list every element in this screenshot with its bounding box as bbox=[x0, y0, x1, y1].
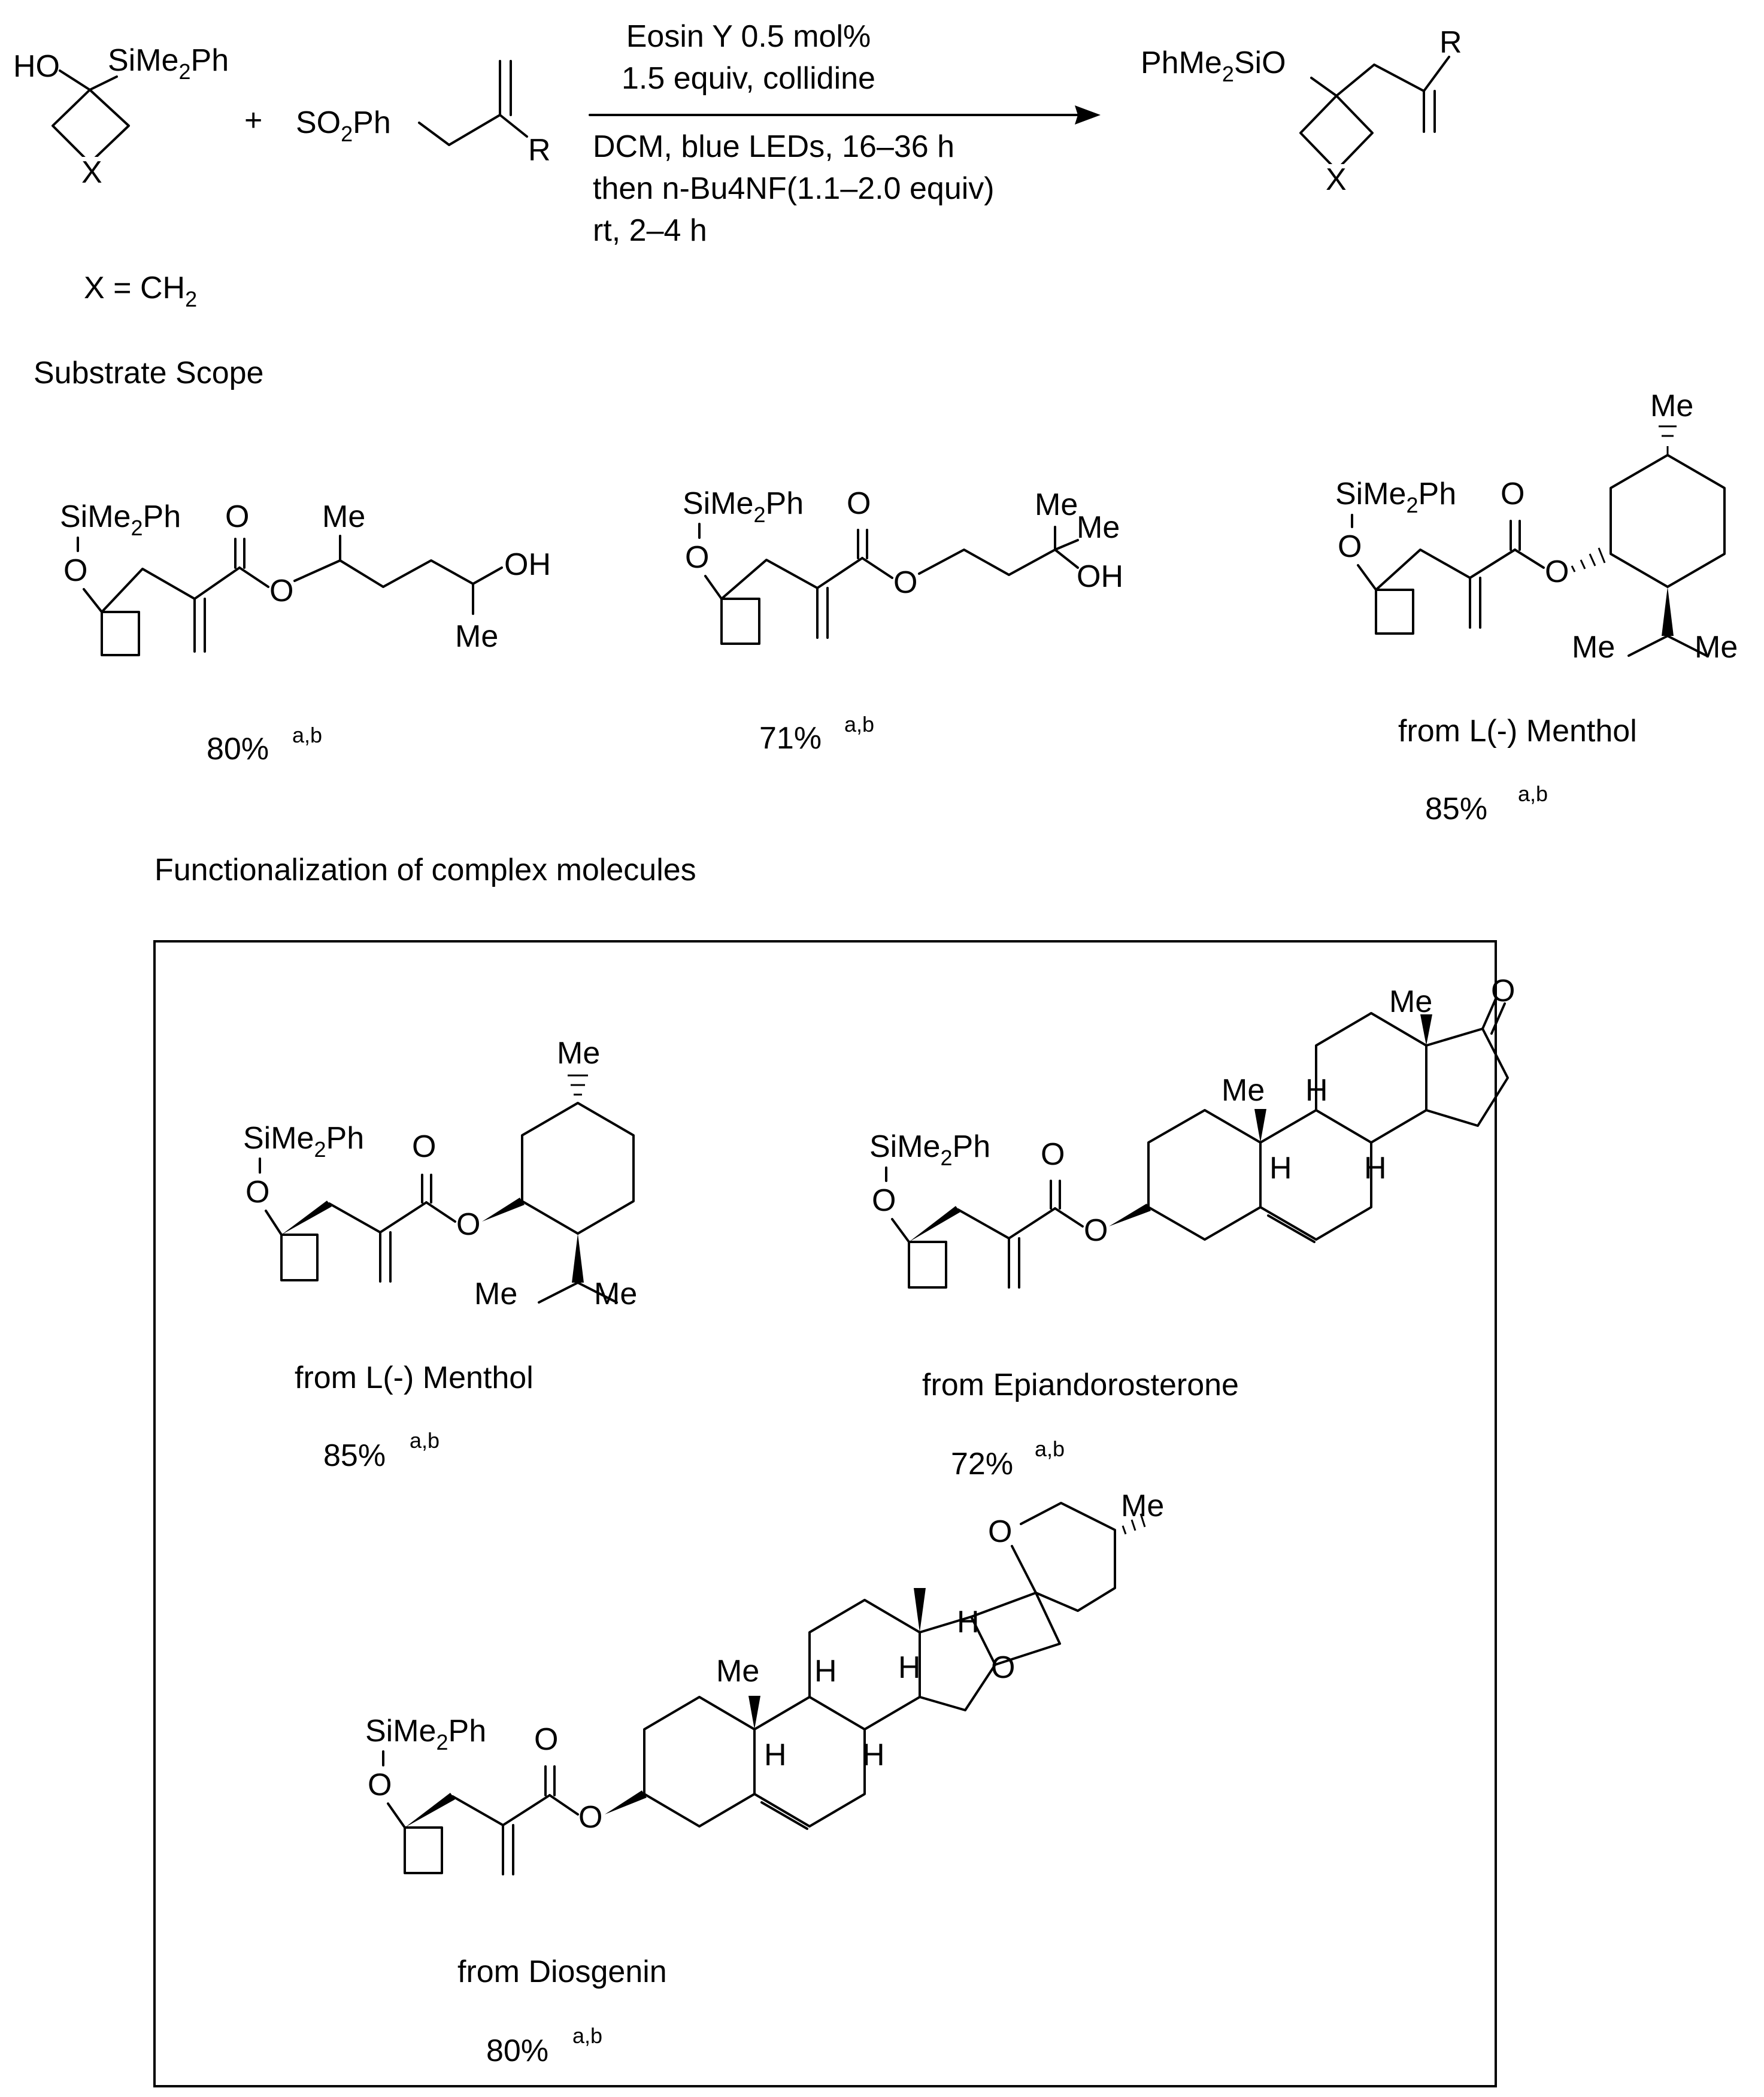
condition-above-2: 1.5 equiv, collidine bbox=[622, 61, 875, 96]
compound-4: SiMe2Ph O O O Me Me Me from L(-) Menthol… bbox=[243, 1036, 637, 1473]
hydrogen-label: H bbox=[862, 1738, 885, 1772]
product-structure: PhMe2SiO R X bbox=[1141, 25, 1462, 197]
sulfonyl-label: SO2Ph bbox=[296, 105, 391, 146]
product-silyl-label: PhMe2SiO bbox=[1141, 46, 1286, 86]
silyl-label: SiMe2Ph bbox=[60, 499, 181, 540]
compound-5: SiMe2Ph O O O O Me Me H H H from Epiando… bbox=[869, 974, 1515, 1481]
methyl-label: Me bbox=[1035, 487, 1078, 522]
ester-oxygen: O bbox=[1545, 554, 1569, 589]
silyl-label: SiMe2Ph bbox=[1335, 477, 1456, 517]
yield-label: 71% bbox=[759, 721, 822, 756]
methyl-label: Me bbox=[1222, 1073, 1265, 1108]
source-label: from Epiandorosterone bbox=[922, 1368, 1239, 1402]
carbonyl-oxygen: O bbox=[534, 1722, 558, 1757]
hydrogen-label: H bbox=[957, 1605, 980, 1640]
reactant-allyl-sulfone: SO2Ph R bbox=[296, 60, 551, 168]
ring-x-label: X bbox=[81, 155, 102, 190]
hydroxyl-label: HO bbox=[13, 49, 60, 84]
yield-label: 80% bbox=[207, 732, 269, 766]
ester-oxygen: O bbox=[578, 1800, 602, 1835]
silyl-label: SiMe2Ph bbox=[683, 486, 804, 527]
yield-label: 80% bbox=[486, 2034, 548, 2068]
methyl-label: Me bbox=[1077, 510, 1120, 545]
hydrogen-label: H bbox=[764, 1738, 787, 1772]
footnote-label: a,b bbox=[572, 2023, 602, 2048]
condition-below-2: then n-Bu4NF(1.1–2.0 equiv) bbox=[593, 171, 995, 206]
methyl-label: Me bbox=[322, 499, 365, 534]
footnote-label: a,b bbox=[844, 712, 874, 737]
ether-oxygen: O bbox=[245, 1175, 269, 1210]
condition-above-1: Eosin Y 0.5 mol% bbox=[626, 19, 871, 54]
silyl-label: SiMe2Ph bbox=[108, 43, 229, 84]
footnote-label: a,b bbox=[1035, 1437, 1065, 1461]
compound-3: SiMe2Ph O O O Me Me Me from L(-) Menthol… bbox=[1335, 389, 1738, 826]
carbonyl-oxygen: O bbox=[1501, 477, 1524, 511]
hashed-bond bbox=[1571, 547, 1606, 572]
methyl-label: Me bbox=[1572, 630, 1615, 665]
compound-1: SiMe2Ph O O O Me OH Me 80% a,b bbox=[60, 499, 551, 766]
ester-oxygen: O bbox=[1084, 1213, 1108, 1248]
ether-oxygen: O bbox=[63, 553, 87, 588]
hydroxyl-label: OH bbox=[1077, 559, 1123, 594]
methyl-label: Me bbox=[1695, 630, 1738, 665]
reaction-arrow-group: Eosin Y 0.5 mol% 1.5 equiv, collidine DC… bbox=[589, 19, 1101, 248]
pyran-oxygen: O bbox=[988, 1514, 1012, 1549]
hydroxyl-label: OH bbox=[504, 547, 551, 582]
yield-label: 72% bbox=[951, 1447, 1013, 1481]
source-label: from L(-) Menthol bbox=[1398, 714, 1637, 749]
silyl-label: SiMe2Ph bbox=[869, 1129, 990, 1170]
ester-oxygen: O bbox=[456, 1207, 480, 1242]
methyl-label: Me bbox=[557, 1036, 600, 1071]
hydrogen-label: H bbox=[1269, 1151, 1292, 1186]
methyl-label: Me bbox=[594, 1277, 637, 1311]
condition-below-1: DCM, blue LEDs, 16–36 h bbox=[593, 129, 954, 164]
methyl-label: Me bbox=[455, 619, 498, 654]
methyl-label: Me bbox=[1650, 389, 1693, 423]
footnote-label: a,b bbox=[410, 1428, 440, 1453]
reactant-silyl-alcohol: HO SiMe2Ph X X = CH2 bbox=[13, 43, 229, 311]
ether-oxygen: O bbox=[368, 1768, 392, 1802]
silyl-label: SiMe2Ph bbox=[243, 1121, 364, 1162]
ether-oxygen: O bbox=[1338, 529, 1362, 564]
r-group-label: R bbox=[528, 133, 551, 168]
plus-sign: + bbox=[244, 103, 262, 138]
carbonyl-oxygen: O bbox=[225, 499, 249, 534]
carbonyl-oxygen: O bbox=[1041, 1137, 1065, 1172]
methyl-label: Me bbox=[474, 1277, 517, 1311]
carbonyl-oxygen: O bbox=[412, 1129, 436, 1164]
methyl-label: Me bbox=[716, 1654, 759, 1689]
hydrogen-label: H bbox=[1364, 1151, 1387, 1186]
product-ring-x: X bbox=[1326, 162, 1347, 197]
compound-6: SiMe2Ph O O O O O Me Me H H H H H bbox=[365, 1489, 1164, 2068]
source-label: from Diosgenin bbox=[457, 1954, 667, 1989]
substrate-scope-title: Substrate Scope bbox=[34, 356, 263, 390]
hydrogen-label: H bbox=[898, 1650, 921, 1685]
ketone-oxygen: O bbox=[1491, 974, 1515, 1008]
condition-below-3: rt, 2–4 h bbox=[593, 213, 707, 248]
footnote-label: a,b bbox=[1518, 781, 1548, 806]
hydrogen-label: H bbox=[1305, 1073, 1328, 1108]
ester-oxygen: O bbox=[269, 574, 293, 608]
x-definition: X = CH2 bbox=[84, 271, 197, 311]
product-r-label: R bbox=[1439, 25, 1462, 60]
hydrogen-label: H bbox=[814, 1654, 837, 1689]
compound-2: SiMe2Ph O O O Me Me OH 71% a,b bbox=[683, 486, 1123, 756]
footnote-label: a,b bbox=[292, 723, 322, 747]
methyl-label: Me bbox=[1389, 984, 1432, 1019]
ether-oxygen: O bbox=[685, 540, 709, 575]
carbonyl-oxygen: O bbox=[847, 486, 871, 521]
functionalization-title: Functionalization of complex molecules bbox=[154, 853, 696, 887]
yield-label: 85% bbox=[1425, 792, 1487, 826]
methyl-label: Me bbox=[1121, 1489, 1164, 1523]
ether-oxygen: O bbox=[872, 1183, 896, 1218]
yield-label: 85% bbox=[323, 1438, 386, 1473]
complex-molecules-frame bbox=[153, 940, 1497, 2087]
ester-oxygen: O bbox=[893, 565, 917, 600]
furan-oxygen: O bbox=[991, 1650, 1015, 1685]
silyl-label: SiMe2Ph bbox=[365, 1714, 486, 1754]
source-label: from L(-) Menthol bbox=[295, 1360, 534, 1395]
